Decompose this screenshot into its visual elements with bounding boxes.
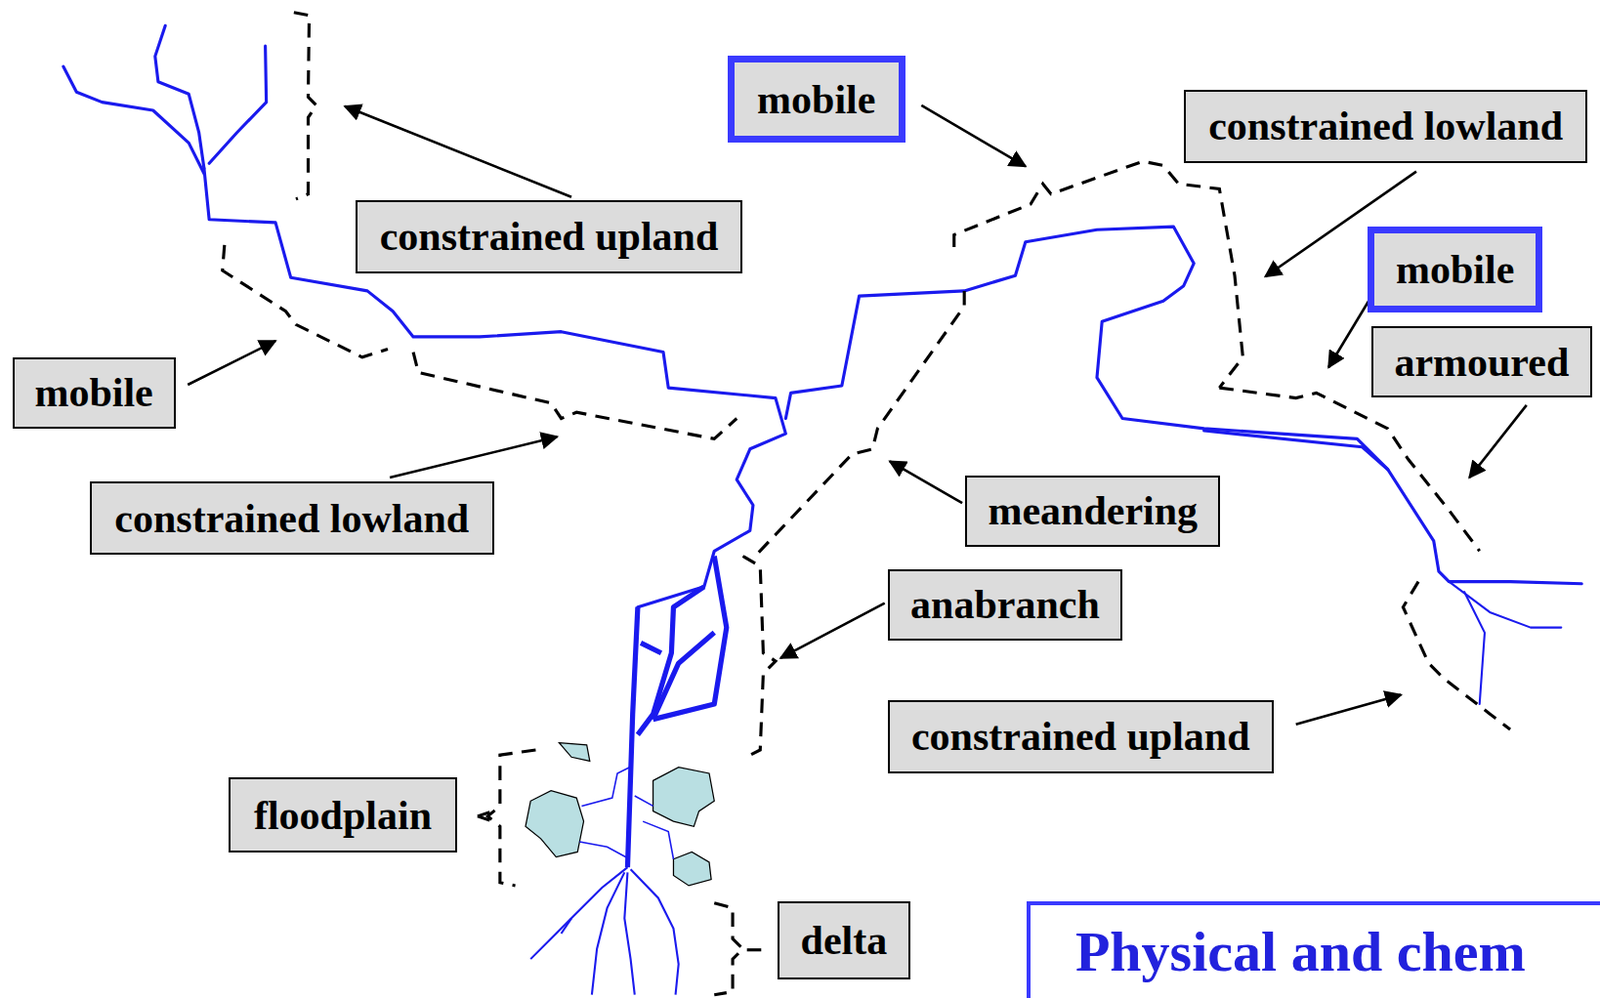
leader-dash [477, 812, 491, 821]
label-text: floodplain [253, 793, 432, 839]
delta-channel [631, 869, 679, 995]
label-box: armoured [1371, 326, 1593, 398]
label-box: anabranch [887, 569, 1123, 641]
leader-dash [747, 948, 762, 952]
label-box: floodplain [228, 777, 458, 853]
tributary [63, 66, 205, 174]
label-text: constrained lowland [114, 496, 469, 542]
tributary [209, 45, 267, 164]
label-text: constrained lowland [1208, 103, 1563, 149]
tributary [1464, 591, 1485, 705]
label-text: delta [800, 918, 888, 964]
delta-channel [591, 872, 625, 995]
label-box: constrained upland [355, 200, 744, 274]
reach-bracket [954, 161, 1244, 388]
leader-arrow [921, 105, 1026, 168]
anabranch-channel [637, 587, 705, 735]
reach-bracket [743, 556, 776, 757]
label-text: armoured [1393, 339, 1569, 385]
anabranch-channel [653, 632, 716, 720]
label-box: mobile [12, 357, 176, 429]
leader-arrow [187, 340, 276, 385]
leader-arrow [389, 436, 557, 478]
reach-bracket [755, 291, 965, 557]
label-box: meandering [965, 475, 1221, 548]
delta-channel [530, 867, 628, 960]
heading-box: Physical and chem [1026, 901, 1600, 998]
label-text: constrained upland [911, 714, 1251, 759]
anabranch-channel [640, 642, 662, 653]
label-text: meandering [987, 488, 1198, 534]
leader-arrow [344, 106, 572, 198]
anabranch-channel [653, 556, 727, 720]
floodplain-channel [579, 842, 630, 860]
river-arm [1204, 430, 1389, 470]
label-text: mobile [1395, 247, 1515, 293]
river-arm [785, 226, 1582, 585]
tributary [1448, 582, 1561, 629]
reach-bracket [413, 352, 737, 440]
label-box: constrained lowland [1183, 89, 1589, 164]
reach-bracket [487, 750, 536, 886]
label-text: anabranch [910, 582, 1100, 628]
floodplain-channel [634, 796, 654, 806]
label-box: constrained upland [887, 700, 1274, 774]
reach-bracket [714, 903, 743, 996]
floodplain-lakes [525, 743, 715, 886]
floodplain-channel [642, 821, 674, 860]
delta-channel [561, 918, 572, 934]
leader-arrow [1328, 297, 1371, 368]
floodplain-channel [581, 767, 630, 807]
highlight-label-box: mobile [1367, 226, 1544, 313]
label-text: mobile [757, 77, 876, 123]
tributary [155, 25, 205, 169]
label-box: delta [777, 901, 911, 979]
leader-arrow [889, 461, 963, 504]
leader-arrow [780, 603, 885, 659]
reach-bracket [1219, 387, 1479, 551]
label-text: Physical and chem [1030, 905, 1526, 984]
delta-channel [624, 872, 634, 995]
leader-arrow [1469, 405, 1527, 478]
label-box: constrained lowland [89, 481, 495, 555]
leader-arrow [1296, 695, 1402, 725]
label-text: mobile [34, 370, 153, 416]
label-text: constrained upland [379, 213, 719, 259]
highlight-label-box: mobile [727, 55, 906, 143]
anabranch-channel [627, 607, 637, 868]
reach-bracket [294, 12, 317, 200]
reach-bracket [1402, 582, 1511, 730]
